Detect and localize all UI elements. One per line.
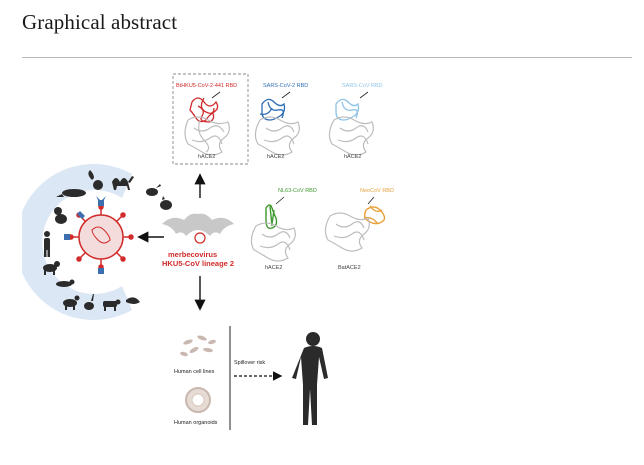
pangolin-icon xyxy=(56,189,86,197)
virus-particle xyxy=(68,204,134,270)
label-hace2-1: hACE2 xyxy=(198,154,215,160)
hedgehog-icon xyxy=(126,297,140,304)
label-hace2-3: hACE2 xyxy=(344,154,361,160)
bat-icon xyxy=(162,213,234,244)
label-spillover-risk: Spillover risk xyxy=(234,360,265,366)
neocov-rbd-structure xyxy=(363,205,386,225)
cat-icon xyxy=(160,196,172,210)
human-figure xyxy=(292,332,328,425)
label-hace2-4: hACE2 xyxy=(265,265,282,271)
batace2-structure xyxy=(324,212,370,252)
human-organoid xyxy=(185,387,211,413)
panel-bthku5-hace2: BtHKU5-CoV-2-441 RBD hACE2 xyxy=(172,73,249,165)
hace2-structure-4 xyxy=(250,222,296,262)
human-icon xyxy=(44,231,50,257)
hace2-structure-2 xyxy=(254,116,300,156)
panel-sars2-hace2: SARS-CoV-2 RBD hACE2 xyxy=(254,83,308,160)
goat-icon xyxy=(63,295,80,310)
panel-nl63-hace2: NL63-CoV RBD hACE2 xyxy=(250,188,317,271)
heading-divider xyxy=(22,57,632,58)
dog-icon xyxy=(43,261,60,275)
ferret-icon xyxy=(56,279,75,287)
hace2-structure-3 xyxy=(328,116,374,156)
label-neocov-rbd: NeoCoV RBD xyxy=(360,188,394,194)
graphical-abstract-figure: BtHKU5-CoV-2-441 RBD hACE2 SARS-CoV-2 RB… xyxy=(15,58,632,460)
bird-icon xyxy=(146,184,161,196)
squirrel-icon xyxy=(88,170,103,190)
human-cell-lines xyxy=(180,335,216,357)
animal-silhouettes xyxy=(43,170,172,311)
panel-sars-hace2: SARS-CoV RBD hACE2 xyxy=(328,83,383,160)
rabbit-icon xyxy=(84,294,94,310)
label-hku5-lineage: HKU5-CoV lineage 2 xyxy=(162,259,234,268)
sars2-rbd-structure xyxy=(259,98,286,121)
cow-icon xyxy=(103,299,121,311)
host-receptors xyxy=(64,196,106,274)
hace2-structure-1 xyxy=(184,116,230,156)
label-nl63-rbd: NL63-CoV RBD xyxy=(278,188,317,194)
label-bthku5-rbd: BtHKU5-CoV-2-441 RBD xyxy=(176,83,237,89)
label-batace2: BatACE2 xyxy=(338,265,361,271)
label-human-cell-lines: Human cell lines xyxy=(174,369,215,375)
highlight-dashed-box xyxy=(172,73,249,165)
abstract-illustration: BtHKU5-CoV-2-441 RBD hACE2 SARS-CoV-2 RB… xyxy=(15,73,394,430)
monkey-icon xyxy=(54,207,67,224)
host-ring xyxy=(15,164,133,320)
label-human-organoids: Human organoids xyxy=(174,420,218,426)
graphical-abstract-heading: Graphical abstract xyxy=(22,10,178,34)
label-sars-rbd: SARS-CoV RBD xyxy=(342,83,383,89)
bthku5-rbd-structure xyxy=(189,97,219,123)
camel-icon xyxy=(112,176,134,190)
label-hace2-2: hACE2 xyxy=(267,154,284,160)
label-sars2-rbd: SARS-CoV-2 RBD xyxy=(263,83,308,89)
nl63-rbd-structure xyxy=(265,204,278,230)
label-merbecovirus: merbecovirus xyxy=(168,250,217,259)
sars-rbd-structure xyxy=(335,98,360,121)
panel-neocov-batace2: NeoCoV RBD BatACE2 xyxy=(324,188,394,271)
